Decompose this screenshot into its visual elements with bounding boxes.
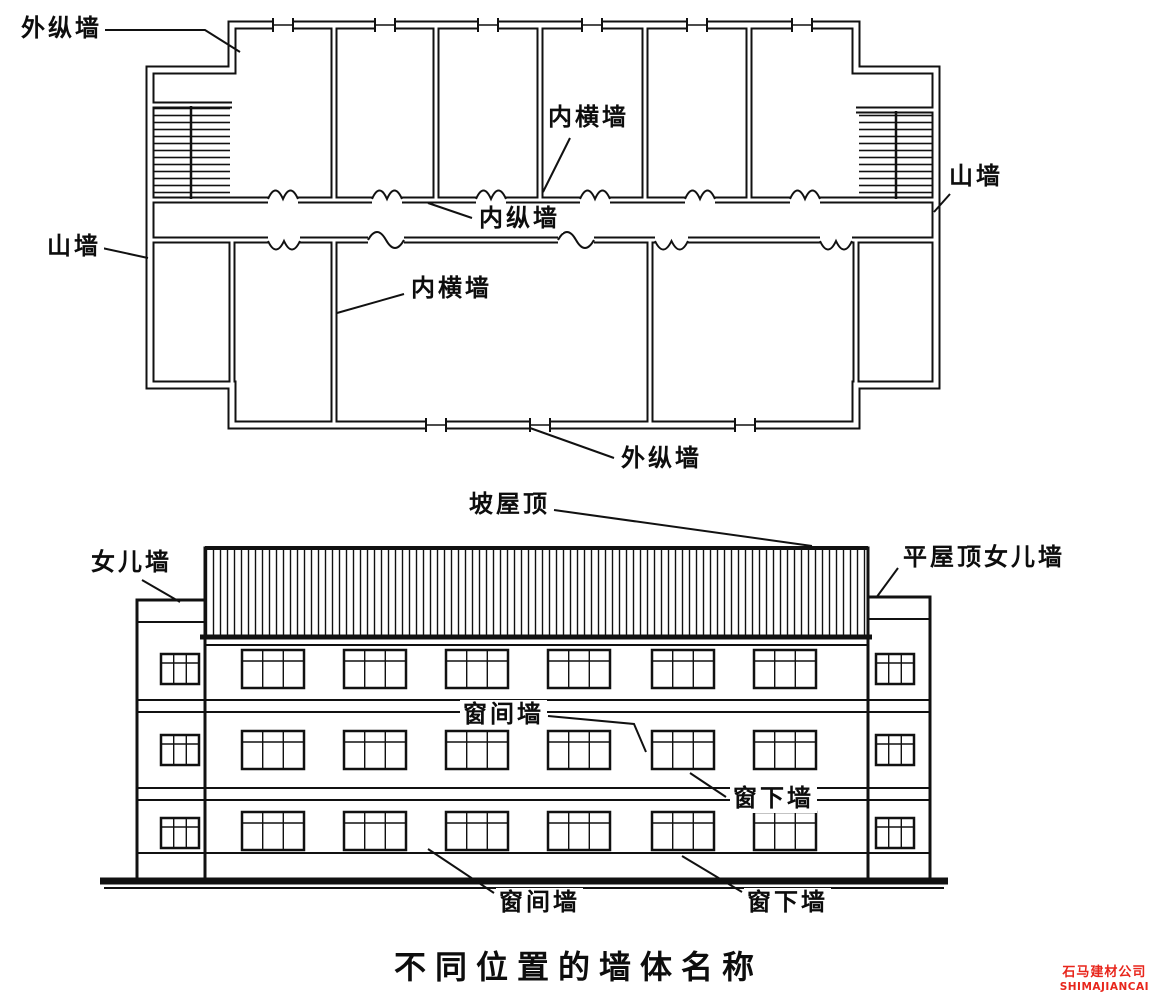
label-exterior-longitudinal-wall-top: 外纵墙 bbox=[18, 14, 105, 43]
leader-lines bbox=[101, 29, 951, 894]
label-exterior-longitudinal-wall-bottom: 外纵墙 bbox=[618, 444, 705, 473]
elevation-windows bbox=[159, 648, 916, 852]
elevation bbox=[100, 546, 948, 889]
label-window-sill-wall-bottom: 窗下墙 bbox=[744, 888, 831, 917]
leader-window-pier-bottom bbox=[427, 848, 495, 894]
label-parapet-wall: 女儿墙 bbox=[88, 548, 175, 577]
leader-window-pier-mid bbox=[547, 715, 647, 753]
label-sloped-roof: 坡屋顶 bbox=[466, 490, 553, 519]
floor-plan bbox=[145, 18, 941, 432]
watermark-company-en: SHIMAJIANCAI bbox=[1059, 980, 1149, 993]
door-arc-symbols bbox=[267, 189, 853, 251]
leader-interior-longitudinal bbox=[427, 202, 473, 219]
sloped-roof-hatch bbox=[200, 546, 872, 640]
label-window-pier-wall-bottom: 窗间墙 bbox=[496, 888, 583, 917]
leader-gable-right bbox=[933, 193, 951, 213]
leader-window-sill-mid bbox=[689, 772, 727, 798]
leader-flat-roof-parapet bbox=[875, 567, 899, 599]
label-window-pier-wall-mid: 窗间墙 bbox=[460, 700, 547, 729]
label-interior-transverse-wall-upper: 内横墙 bbox=[545, 103, 632, 132]
leader-gable-left bbox=[101, 247, 149, 259]
leader-interior-transverse-upper bbox=[542, 137, 571, 193]
leader-sloped-roof bbox=[553, 509, 813, 547]
diagram-title: 不同位置的墙体名称 bbox=[393, 948, 764, 986]
leader-exterior-longitudinal-bottom bbox=[529, 427, 615, 459]
label-window-sill-wall-mid: 窗下墙 bbox=[730, 784, 817, 813]
watermark: 石马建材公司 SHIMAJIANCAI bbox=[1059, 965, 1149, 993]
leader-interior-transverse-lower bbox=[336, 293, 405, 314]
leader-exterior-longitudinal-top bbox=[102, 29, 241, 53]
staircase-left bbox=[153, 106, 230, 199]
label-gable-wall-right: 山墙 bbox=[946, 162, 1006, 191]
plan-windows bbox=[272, 18, 813, 432]
leader-window-sill-bottom bbox=[681, 855, 743, 893]
label-gable-wall-left: 山墙 bbox=[44, 232, 104, 261]
ground-line bbox=[100, 877, 948, 889]
staircase-right bbox=[859, 111, 933, 199]
label-interior-longitudinal-wall: 内纵墙 bbox=[476, 204, 563, 233]
leader-parapet bbox=[141, 579, 181, 603]
watermark-company-cn: 石马建材公司 bbox=[1062, 965, 1147, 980]
label-interior-transverse-wall-lower: 内横墙 bbox=[408, 274, 495, 303]
label-flat-roof-parapet-wall: 平屋顶女儿墙 bbox=[900, 543, 1068, 572]
door-openings bbox=[268, 194, 852, 246]
